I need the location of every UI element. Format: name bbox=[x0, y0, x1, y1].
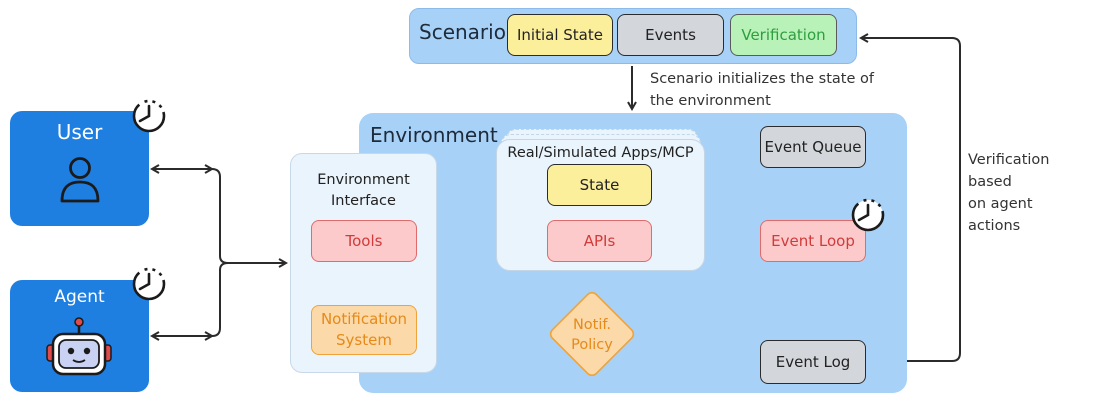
notif-policy-label-line2: Policy bbox=[571, 337, 613, 353]
tools-box: Tools bbox=[311, 220, 417, 262]
state-box: State bbox=[547, 164, 652, 206]
scenario-init-note: Scenario initializes the state of the en… bbox=[650, 71, 874, 109]
verification-box: Verification bbox=[730, 14, 837, 56]
events-box: Events bbox=[617, 14, 724, 56]
notif-policy-diamond: Notif. Policy bbox=[549, 291, 635, 377]
verification-note-line: actions bbox=[968, 218, 1021, 234]
environment-title: Environment bbox=[370, 123, 498, 147]
event-log-box: Event Log bbox=[760, 340, 866, 384]
user-title: User bbox=[56, 120, 103, 144]
event-queue-box: Event Queue bbox=[760, 126, 866, 168]
robot-icon bbox=[46, 317, 112, 376]
verification-note-line: Verification bbox=[968, 152, 1050, 168]
clock-icon bbox=[132, 99, 166, 133]
notif-policy-label-line1: Notif. bbox=[573, 317, 611, 333]
apis-box: APIs bbox=[547, 220, 652, 262]
user-actor: User bbox=[10, 111, 149, 226]
arrow-user-interface bbox=[152, 168, 286, 263]
scenario-title: Scenario bbox=[419, 20, 506, 44]
clock-icon bbox=[132, 267, 166, 301]
person-icon bbox=[60, 157, 100, 203]
notification-system-box: Notification System bbox=[311, 305, 417, 355]
clock-icon bbox=[851, 198, 885, 232]
arrow-event-log-to-scenario bbox=[861, 38, 961, 362]
initial-state-box: Initial State bbox=[507, 14, 613, 56]
verification-note-line: on agent bbox=[968, 196, 1033, 212]
apps-title: Real/Simulated Apps/MCP bbox=[507, 145, 694, 161]
arrow-agent-interface bbox=[152, 262, 229, 337]
environment-interface-title: Environment Interface bbox=[317, 172, 410, 209]
agent-title: Agent bbox=[54, 287, 105, 307]
verification-note: Verification based on agent actions bbox=[968, 149, 1078, 237]
agent-actor: Agent bbox=[10, 280, 149, 392]
verification-note-line: based bbox=[968, 174, 1012, 190]
event-loop-box: Event Loop bbox=[760, 220, 866, 262]
